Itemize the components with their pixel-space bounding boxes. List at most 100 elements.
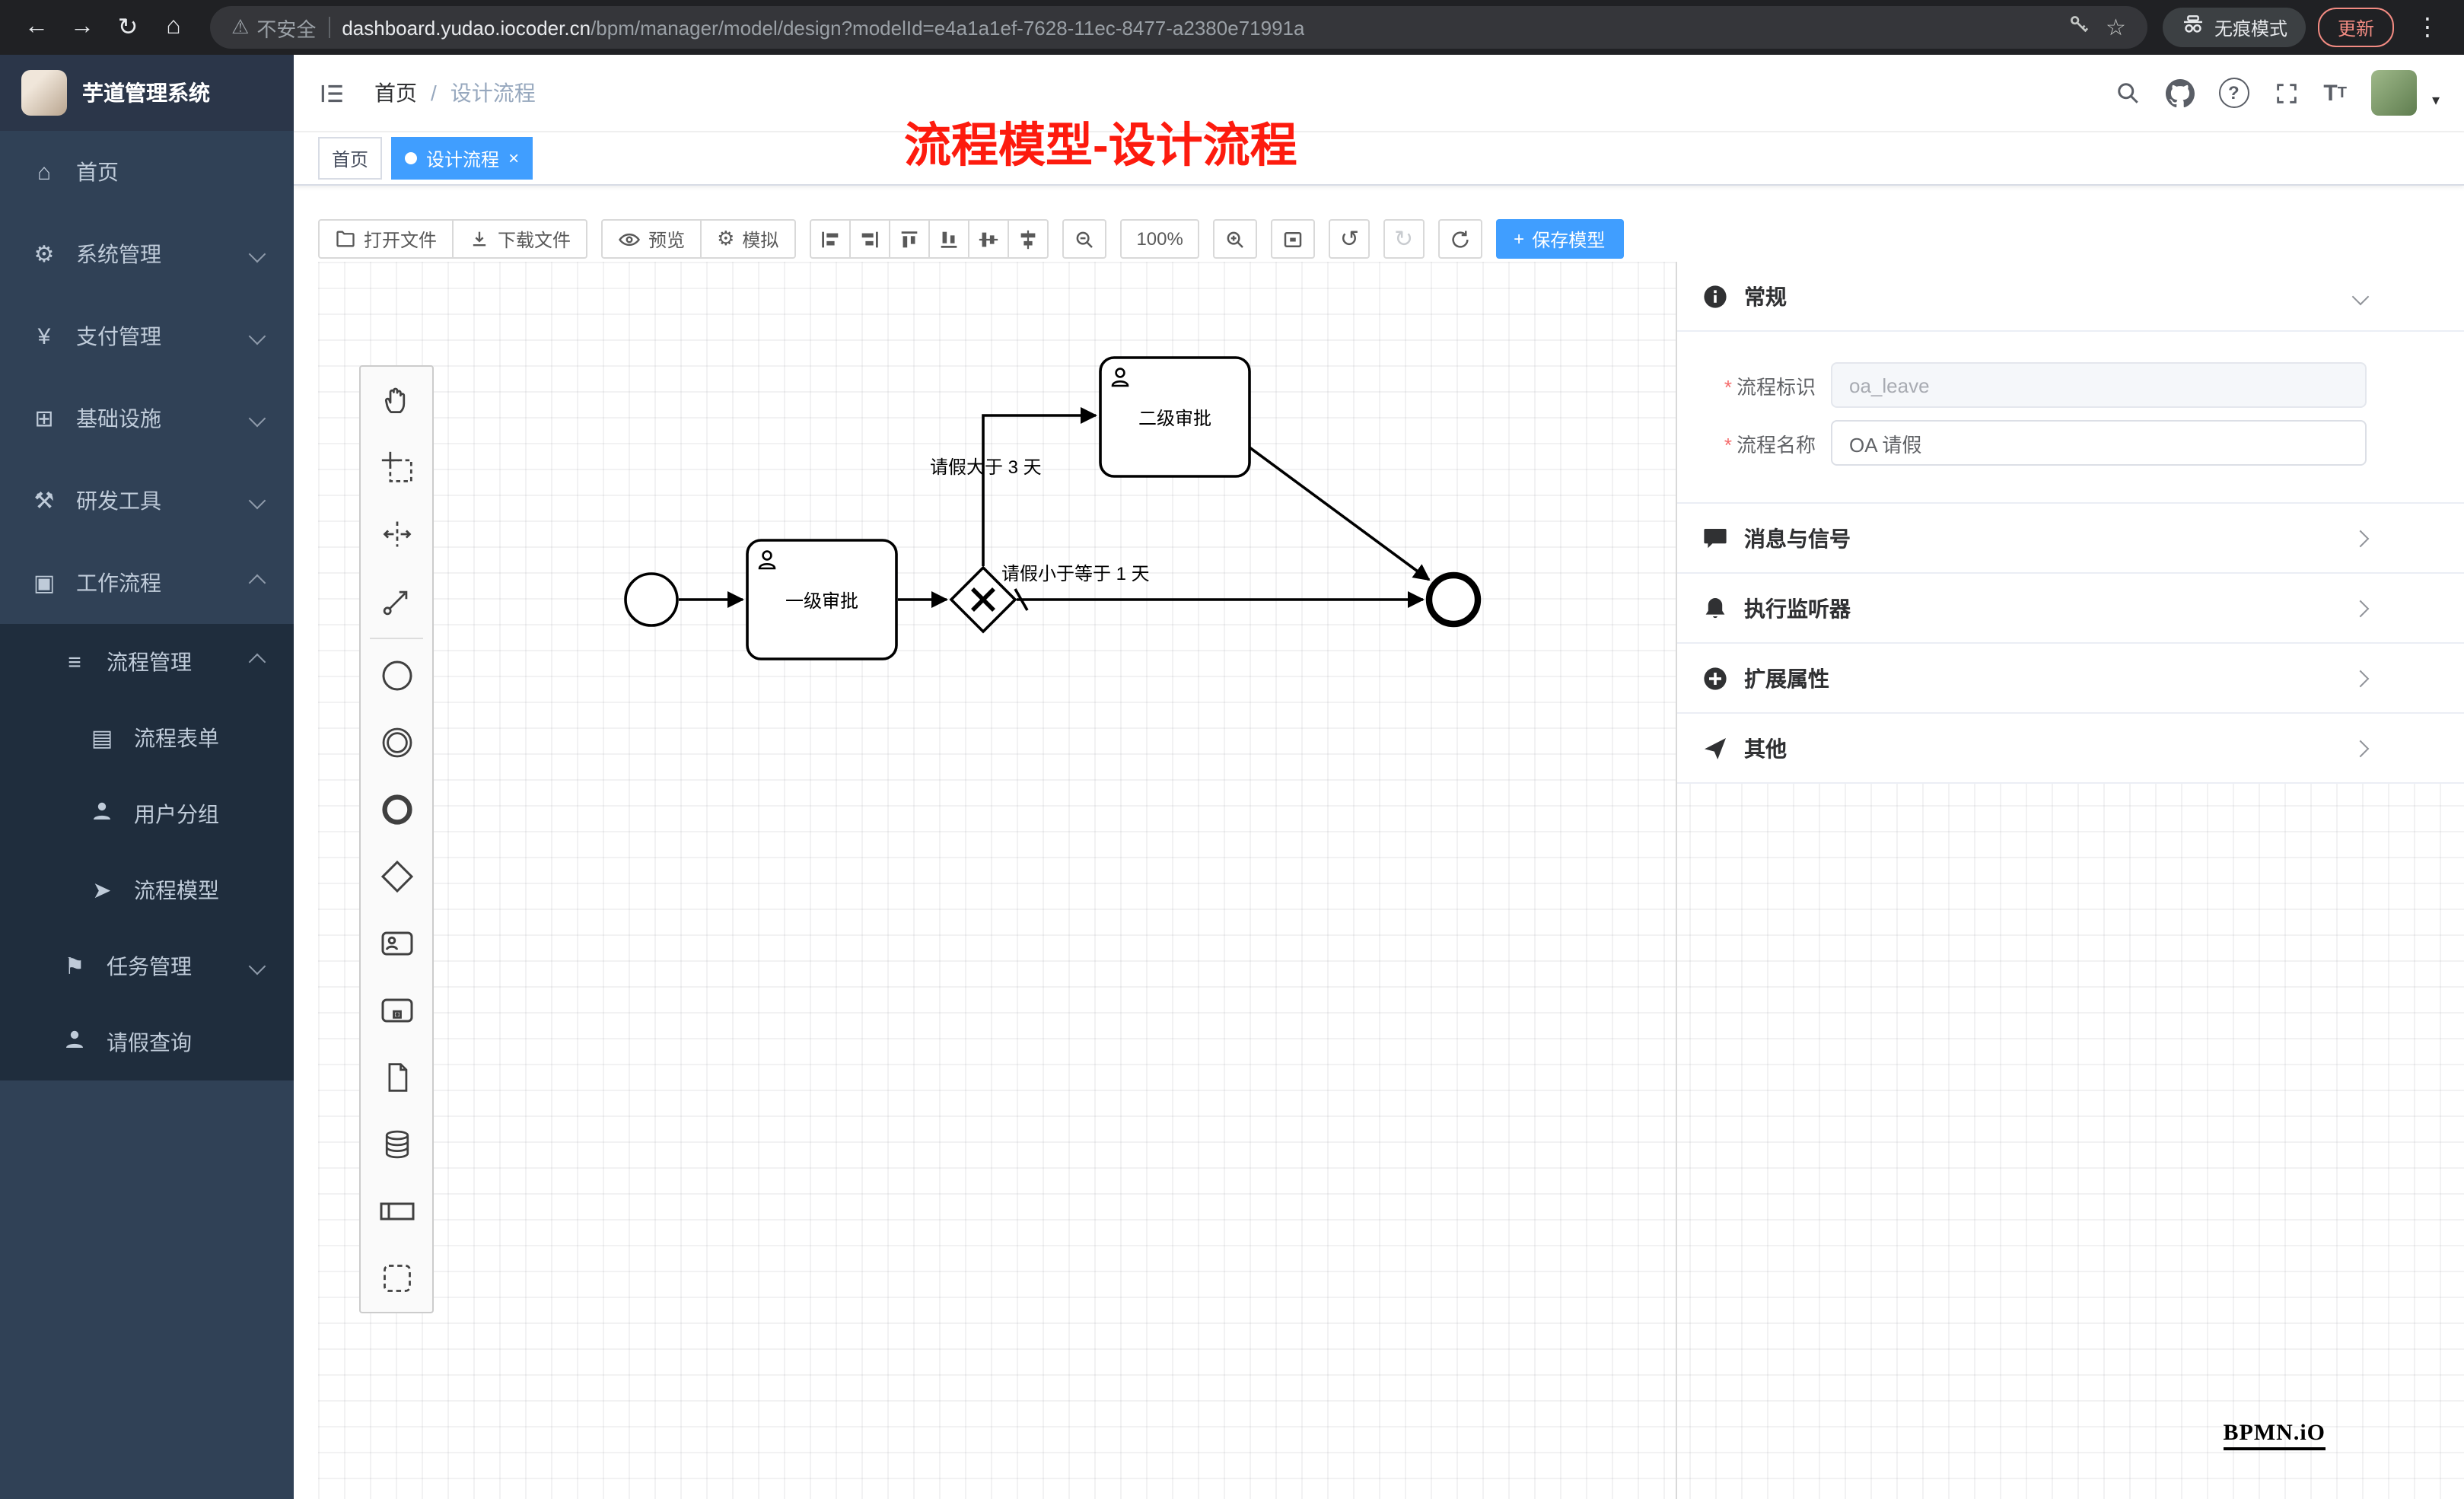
bpmn-io-watermark[interactable]: BPMN.iO bbox=[2223, 1421, 2326, 1450]
app-logo-row[interactable]: 芋道管理系统 bbox=[0, 55, 294, 131]
panel-section-other[interactable]: 其他 bbox=[1677, 714, 2464, 784]
create-data-object-icon[interactable] bbox=[361, 1044, 432, 1111]
breadcrumb-home[interactable]: 首页 bbox=[374, 81, 417, 105]
sidebar: 芋道管理系统 ⌂ 首页 ⚙ 系统管理 ¥ 支付管理 ⊞ 基础设施 bbox=[0, 55, 294, 1499]
zoom-reset-button[interactable] bbox=[1271, 219, 1316, 259]
flow-label[interactable]: 请假大于 3 天 bbox=[930, 457, 1042, 478]
end-event-node[interactable] bbox=[1425, 571, 1482, 628]
sidebar-item-user-group[interactable]: 用户分组 bbox=[0, 776, 294, 852]
align-center-horizontal-button[interactable] bbox=[1007, 219, 1049, 259]
bpmn-diagram: 一级审批 bbox=[624, 356, 1482, 660]
flow-label[interactable]: 请假小于等于 1 天 bbox=[1001, 564, 1150, 584]
help-icon[interactable]: ? bbox=[2218, 78, 2249, 108]
search-icon[interactable] bbox=[2113, 79, 2141, 107]
avatar-caret-icon[interactable]: ▾ bbox=[2431, 93, 2440, 110]
browser-home-icon[interactable]: ⌂ bbox=[166, 14, 181, 40]
process-name-field: *流程名称 bbox=[1677, 420, 2367, 466]
undo-button[interactable]: ↺ bbox=[1329, 219, 1370, 259]
sidebar-item-task-mgmt[interactable]: ⚑ 任务管理 bbox=[0, 928, 294, 1004]
lasso-tool-icon[interactable] bbox=[361, 434, 432, 501]
sidebar-item-process-mgmt[interactable]: ≡ 流程管理 bbox=[0, 624, 294, 700]
align-left-button[interactable] bbox=[809, 219, 851, 259]
address-bar[interactable]: ⚠ 不安全 dashboard.yudao.iocoder.cn/bpm/man… bbox=[210, 6, 2147, 49]
breadcrumb-separator: / bbox=[431, 81, 437, 105]
align-bottom-button[interactable] bbox=[928, 219, 969, 259]
chevron-down-icon bbox=[2351, 287, 2370, 305]
forward-icon[interactable]: → bbox=[70, 14, 94, 40]
zoom-out-button[interactable] bbox=[1062, 219, 1106, 259]
create-participant-icon[interactable] bbox=[361, 1178, 432, 1245]
sidebar-item-payment[interactable]: ¥ 支付管理 bbox=[0, 295, 294, 377]
close-icon[interactable]: × bbox=[508, 148, 520, 169]
gear-icon: ⚙ bbox=[717, 227, 735, 250]
simulate-button[interactable]: ⚙ 模拟 bbox=[700, 219, 796, 259]
browser-menu-icon[interactable]: ⋮ bbox=[2415, 15, 2440, 41]
create-user-task-icon[interactable] bbox=[361, 910, 432, 977]
align-right-button[interactable] bbox=[848, 219, 890, 259]
panel-section-extensions[interactable]: 扩展属性 bbox=[1677, 644, 2464, 714]
collapse-sidebar-icon[interactable] bbox=[318, 78, 347, 107]
sidebar-item-process-model[interactable]: ➤ 流程模型 bbox=[0, 852, 294, 928]
tag-design-process[interactable]: 设计流程 × bbox=[391, 137, 533, 180]
global-connect-tool-icon[interactable] bbox=[361, 568, 432, 635]
create-data-store-icon[interactable] bbox=[361, 1111, 432, 1178]
align-center-vertical-button[interactable] bbox=[967, 219, 1009, 259]
process-name-label: 流程名称 bbox=[1736, 433, 1816, 456]
download-file-button[interactable]: 下载文件 bbox=[452, 219, 588, 259]
create-subprocess-icon[interactable] bbox=[361, 977, 432, 1044]
create-gateway-icon[interactable] bbox=[361, 843, 432, 910]
back-icon[interactable]: ← bbox=[24, 14, 49, 40]
open-file-button[interactable]: 打开文件 bbox=[318, 219, 454, 259]
not-secure-warning[interactable]: ⚠ 不安全 bbox=[231, 13, 316, 42]
github-icon[interactable] bbox=[2165, 78, 2195, 107]
sidebar-item-devtools[interactable]: ⚒ 研发工具 bbox=[0, 460, 294, 542]
url-text: dashboard.yudao.iocoder.cn/bpm/manager/m… bbox=[342, 16, 1304, 39]
sidebar-item-leave-query[interactable]: 请假查询 bbox=[0, 1004, 294, 1080]
align-right-icon bbox=[861, 231, 878, 247]
tag-home[interactable]: 首页 bbox=[318, 137, 383, 180]
fullscreen-icon[interactable] bbox=[2273, 80, 2299, 106]
start-event-node[interactable] bbox=[624, 572, 679, 627]
zoom-in-icon bbox=[1227, 231, 1244, 247]
key-icon[interactable] bbox=[2066, 11, 2090, 43]
create-end-event-icon[interactable] bbox=[361, 776, 432, 843]
message-icon bbox=[1702, 526, 1729, 550]
panel-section-listeners[interactable]: 执行监听器 bbox=[1677, 574, 2464, 644]
list-icon: ≡ bbox=[68, 649, 81, 675]
create-start-event-icon[interactable] bbox=[361, 642, 432, 709]
align-top-button[interactable] bbox=[888, 219, 930, 259]
panel-section-general[interactable]: 常规 bbox=[1677, 262, 2464, 332]
process-name-input[interactable] bbox=[1831, 420, 2367, 466]
plus-circle-icon bbox=[1702, 666, 1729, 690]
browser-update-button[interactable]: 更新 bbox=[2317, 8, 2394, 47]
create-group-icon[interactable] bbox=[361, 1245, 432, 1312]
panel-divider bbox=[1676, 262, 1677, 1499]
panel-section-messages[interactable]: 消息与信号 bbox=[1677, 504, 2464, 574]
sidebar-item-workflow[interactable]: ▣ 工作流程 bbox=[0, 542, 294, 624]
hand-tool-icon[interactable] bbox=[361, 367, 432, 434]
user-task-node-2[interactable]: 二级审批 bbox=[1099, 356, 1251, 478]
sidebar-item-home[interactable]: ⌂ 首页 bbox=[0, 131, 294, 213]
user-task-node-1[interactable]: 一级审批 bbox=[746, 539, 898, 660]
avatar[interactable] bbox=[2370, 70, 2417, 116]
exclusive-gateway-node[interactable] bbox=[949, 565, 1017, 634]
redo-button[interactable]: ↻ bbox=[1383, 219, 1425, 259]
space-tool-icon[interactable] bbox=[361, 501, 432, 568]
sidebar-item-label: 请假查询 bbox=[107, 1030, 192, 1055]
sidebar-item-process-form[interactable]: ▤ 流程表单 bbox=[0, 700, 294, 776]
sidebar-item-label: 首页 bbox=[76, 160, 119, 184]
preview-button[interactable]: 预览 bbox=[601, 219, 702, 259]
sidebar-item-label: 流程模型 bbox=[134, 878, 219, 902]
sidebar-item-infra[interactable]: ⊞ 基础设施 bbox=[0, 377, 294, 460]
bookmark-star-icon[interactable]: ☆ bbox=[2106, 15, 2126, 41]
sequence-flows[interactable] bbox=[679, 407, 1431, 611]
restart-button[interactable] bbox=[1437, 219, 1482, 259]
sidebar-item-system[interactable]: ⚙ 系统管理 bbox=[0, 213, 294, 295]
bpmn-toolbar: 打开文件 下载文件 预览 ⚙ bbox=[318, 219, 1624, 259]
reload-icon[interactable]: ↻ bbox=[117, 15, 138, 41]
create-intermediate-event-icon[interactable] bbox=[361, 709, 432, 776]
save-model-button[interactable]: + 保存模型 bbox=[1495, 219, 1624, 259]
zoom-in-button[interactable] bbox=[1213, 219, 1258, 259]
